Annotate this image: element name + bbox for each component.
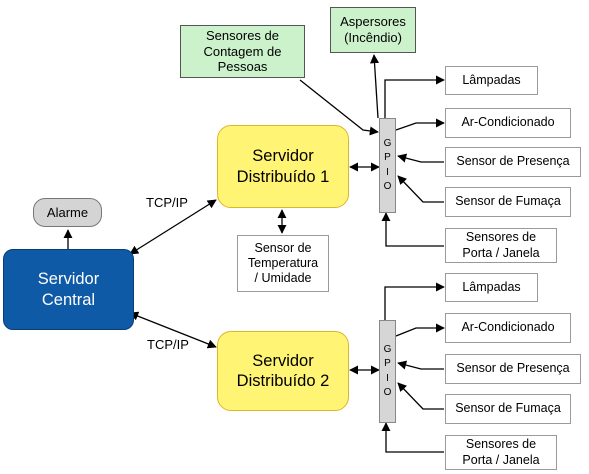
- arrow-central-server1: [129, 199, 217, 255]
- alarm-node: Alarme: [33, 198, 102, 227]
- alarm-label: Alarme: [46, 204, 89, 220]
- smoke-1-label: Sensor de Fumaça: [455, 194, 561, 209]
- presence-1-node: Sensor de Presença: [445, 147, 581, 177]
- people-counter-node: Sensores de Contagem de Pessoas: [180, 25, 305, 78]
- arrow-door-gpio1: [381, 212, 444, 247]
- arrow-gpio2-ac: [395, 323, 445, 337]
- people-line2: Contagem de: [203, 43, 282, 59]
- gpio1-letter-p: P: [384, 152, 391, 163]
- ac-1-label: Ar-Condicionado: [461, 115, 555, 130]
- door-window-1-node: Sensores de Porta / Janela: [445, 228, 557, 263]
- central-server-node: Servidor Central: [3, 249, 134, 330]
- central-line2: Central: [41, 290, 96, 309]
- gpio2-letter-i: I: [386, 372, 389, 384]
- arrow-presence-gpio1: [397, 153, 444, 163]
- arrow-smoke-gpio1: [397, 175, 444, 203]
- lamps-1-node: Lâmpadas: [445, 66, 538, 95]
- smoke-2-node: Sensor de Fumaça: [445, 394, 571, 424]
- gpio1-letter-g: G: [383, 137, 392, 149]
- people-line1: Sensores de: [206, 27, 279, 43]
- sprinklers-node: Aspersores (Incêndio): [330, 7, 416, 53]
- tcp-label-bottom: TCP/IP: [147, 337, 189, 352]
- tcp-label-top: TCP/IP: [146, 195, 188, 210]
- central-line1: Servidor: [37, 270, 100, 289]
- arrow-people-gpio1: [299, 79, 379, 136]
- gpio2-letter-p: P: [384, 358, 391, 369]
- distributed-server-1-node: Servidor Distribuído 1: [217, 125, 349, 208]
- lamps-2-node: Lâmpadas: [445, 273, 538, 302]
- door-2-line1: Sensores de: [465, 437, 537, 452]
- ac-2-label: Ar-Condicionado: [461, 320, 555, 335]
- temp-line3: / Umidade: [254, 271, 312, 286]
- ac-1-node: Ar-Condicionado: [445, 108, 571, 138]
- arrow-door-gpio2: [381, 422, 444, 453]
- gpio1-letter-i: I: [386, 166, 389, 178]
- sprinklers-line2: (Incêndio): [344, 30, 402, 45]
- smoke-2-label: Sensor de Fumaça: [455, 401, 561, 416]
- door-1-line2: Porta / Janela: [462, 245, 540, 260]
- sprinklers-line1: Aspersores: [340, 14, 406, 30]
- arrow-gpio1-ac: [395, 118, 445, 131]
- arrow-central-server2: [129, 311, 217, 349]
- temperature-sensor-node: Sensor de Temperatura / Umidade: [237, 235, 329, 292]
- lamps-1-label: Lâmpadas: [462, 72, 521, 87]
- distributed-server-2-node: Servidor Distribuído 2: [217, 331, 349, 411]
- door-2-line2: Porta / Janela: [462, 452, 540, 467]
- arrow-gpio1-lamps: [384, 75, 445, 118]
- door-1-line1: Sensores de: [465, 230, 537, 245]
- ac-2-node: Ar-Condicionado: [445, 313, 571, 343]
- door-window-2-node: Sensores de Porta / Janela: [445, 435, 557, 470]
- gpio2-letter-o: O: [383, 387, 392, 398]
- gpio-2-node: G P I O: [379, 320, 396, 423]
- lamps-2-label: Lâmpadas: [462, 279, 521, 294]
- arrow-smoke-gpio2: [397, 382, 444, 410]
- presence-1-label: Sensor de Presença: [456, 154, 570, 169]
- presence-2-label: Sensor de Presença: [456, 361, 570, 376]
- arrow-gpio2-lamps: [384, 282, 445, 320]
- gpio-1-node: G P I O: [379, 118, 396, 213]
- arrow-gpio1-sprinklers: [369, 54, 380, 119]
- temp-line1: Sensor de: [254, 240, 312, 255]
- temp-line2: Temperatura: [247, 255, 319, 270]
- people-line3: Pessoas: [217, 59, 268, 75]
- presence-2-node: Sensor de Presença: [445, 354, 581, 384]
- gpio1-letter-o: O: [383, 181, 392, 192]
- smoke-1-node: Sensor de Fumaça: [445, 187, 571, 217]
- server2-line2: Distribuído 2: [236, 372, 330, 390]
- server1-line1: Servidor: [252, 147, 314, 166]
- server2-line1: Servidor: [252, 351, 314, 370]
- arrow-presence-gpio2: [397, 360, 444, 370]
- server1-line2: Distribuído 1: [236, 167, 330, 186]
- gpio2-letter-g: G: [383, 343, 392, 355]
